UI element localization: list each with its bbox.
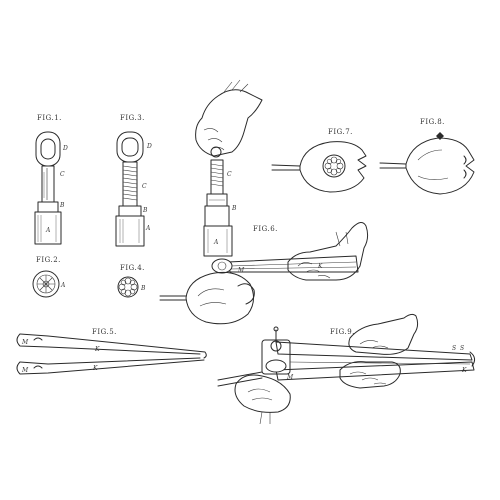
fig3-label: FIG.3. <box>120 114 145 122</box>
fig5-letter-m-upper: M <box>21 339 29 346</box>
fig6-upper-hand <box>195 89 263 157</box>
fig7-stem <box>271 164 301 167</box>
fig9-letter-s2: S <box>460 345 464 352</box>
fig3-barrel <box>115 215 145 247</box>
fig6-barrel <box>203 225 233 257</box>
fig9-upper-bar <box>275 341 473 361</box>
fig3-letter-d: D <box>146 143 152 150</box>
fig7-label: FIG.7. <box>328 128 353 136</box>
fig8-stem <box>379 162 407 165</box>
fig2-rosette: FIG.2. A <box>32 256 66 298</box>
fig1-bow <box>35 131 61 167</box>
fig9-lower-hand <box>339 361 401 389</box>
fig9-letter-m: M <box>286 374 294 381</box>
fig6-right-hand <box>287 222 369 281</box>
fig5-letter-m-lower: M <box>21 367 29 374</box>
fig8-bulb: FIG.8. <box>379 118 475 195</box>
fig1-letter-c: C <box>60 171 65 178</box>
fig6-letter-b: B <box>231 205 237 212</box>
fig5-label: FIG.5. <box>92 328 117 336</box>
fig3-letter-c: C <box>142 183 147 190</box>
fig1-barrel <box>34 211 62 245</box>
fig7-body <box>299 141 367 193</box>
fig4-label: FIG.4. <box>120 264 145 272</box>
fig5-tongs: FIG.5. M M K K <box>16 328 207 375</box>
fig5-letter-k-lower: K <box>92 365 98 372</box>
fig3-bow <box>116 131 144 163</box>
fig1-tool: FIG.1. D C B A <box>34 114 68 245</box>
fig9-left-hand <box>234 374 291 413</box>
fig5-letter-k-upper: K <box>94 346 100 353</box>
fig1-letter-a: A <box>45 227 51 234</box>
fig4-letter-b: B <box>140 285 146 292</box>
fig9-letter-k: K <box>461 367 467 374</box>
fig6-letter-m: M <box>237 267 245 274</box>
fig6-label: FIG.6. <box>253 225 278 233</box>
fig3-letter-b: B <box>142 207 148 214</box>
fig1-collar <box>37 201 59 213</box>
fig6-letter-c: C <box>227 171 232 178</box>
fig2-letter-a: A <box>60 282 66 289</box>
fig4-star: FIG.4. B <box>117 264 146 298</box>
fig2-label: FIG.2. <box>36 256 61 264</box>
fig8-body <box>405 137 475 195</box>
fig8-label: FIG.8. <box>420 118 445 126</box>
fig9-label: FIG.9. <box>330 328 355 336</box>
fig7-rosette <box>322 154 346 178</box>
fig1-letter-d: D <box>62 145 68 152</box>
fig1-label: FIG.1. <box>37 114 62 122</box>
fig9-upper-hand <box>348 313 419 355</box>
fig7-bulb: FIG.7. <box>271 128 367 193</box>
fig9-letter-s1: S <box>452 345 456 352</box>
fig6-assembly: FIG.6. C B A M K <box>159 79 369 325</box>
fig3-letter-a: A <box>145 225 151 232</box>
fig1-bow-hole <box>40 138 56 160</box>
fig3-tool: FIG.3. D C B A <box>115 114 152 247</box>
fig6-pouch <box>185 271 254 325</box>
fig5-lower-arm <box>16 359 205 375</box>
fig5-upper-arm <box>16 333 201 355</box>
fig8-tie-knot <box>436 132 444 140</box>
fig6-letter-k: K <box>317 263 323 270</box>
fig6-jaw <box>211 258 233 274</box>
fig1-letter-b: B <box>59 202 65 209</box>
fig6-letter-a: A <box>213 239 219 246</box>
fig9-lower-bar <box>275 361 475 381</box>
fig9-assembly: FIG.9. M S S K <box>217 313 476 425</box>
fig3-coil-spring <box>122 165 138 201</box>
fig9-pipe <box>217 371 263 381</box>
